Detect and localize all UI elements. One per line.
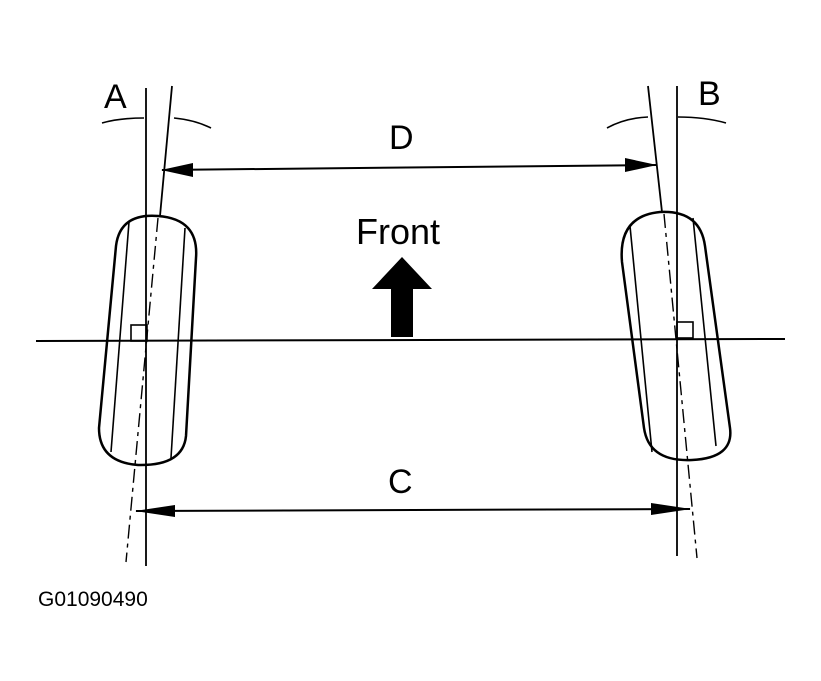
right-wheel-centerline-dashed (663, 213, 698, 559)
left-wheel-centerline-dashed (125, 217, 159, 563)
right-tire-outline (620, 210, 732, 462)
right-wheel (620, 210, 732, 462)
dimension-d-arrow-left (161, 163, 193, 177)
dimension-d-line (161, 164, 657, 171)
label-front: Front (356, 211, 440, 252)
label-d: D (389, 119, 414, 157)
right-tire-inner-line-2 (692, 217, 717, 447)
figure-code: G01090490 (38, 588, 148, 611)
label-a: A (104, 78, 127, 116)
dimension-d-arrow-right (625, 158, 657, 172)
right-right-angle-mark (676, 321, 694, 339)
axle-line (35, 338, 786, 342)
angle-a-arc (101, 117, 145, 124)
angle-b-arc-left (606, 116, 649, 129)
left-tire-inner-line-2 (170, 227, 186, 459)
left-right-angle-mark (130, 324, 148, 342)
dimension-c-arrow-right (651, 503, 691, 515)
angle-b-arc-right (677, 116, 727, 124)
left-wheel-centerline (159, 85, 173, 217)
dimension-c-line (135, 508, 691, 512)
left-wheel (97, 214, 198, 467)
label-c: C (388, 463, 413, 501)
dimension-c-arrow-left (135, 505, 175, 517)
right-tire-inner-line (629, 225, 653, 453)
right-wheel-centerline (647, 85, 663, 213)
angle-a-arc-right (173, 117, 212, 129)
left-tire-inner-line (110, 221, 130, 453)
left-tire-outline (97, 214, 198, 467)
label-b: B (698, 75, 721, 113)
front-arrow-icon (372, 257, 432, 337)
